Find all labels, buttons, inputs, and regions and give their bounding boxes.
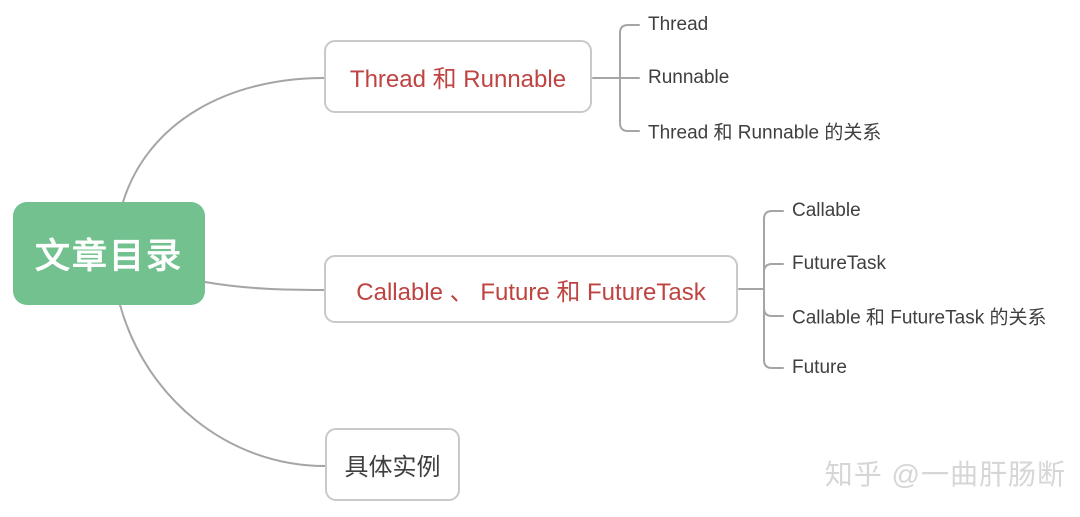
leaf-node-thread[interactable]: Thread bbox=[648, 14, 709, 35]
branch-node-callable-future-futuretask[interactable]: Callable 、 Future 和 FutureTask bbox=[324, 255, 738, 323]
leaf-node-callable[interactable]: Callable bbox=[792, 200, 861, 221]
root-node-label: 文章目录 bbox=[34, 237, 183, 276]
edge-root-branch1 bbox=[122, 77, 325, 203]
branch-node-concrete-example[interactable]: 具体实例 bbox=[325, 428, 460, 501]
leaf-node-runnable[interactable]: Runnable bbox=[648, 67, 730, 88]
root-node-article-directory[interactable]: 文章目录 bbox=[13, 202, 205, 305]
edge-branch1-leaf1 bbox=[619, 24, 640, 79]
edge-root-branch2 bbox=[204, 281, 325, 291]
branch-node-label: Callable 、 Future 和 FutureTask bbox=[356, 278, 706, 306]
leaf-node-futuretask[interactable]: FutureTask bbox=[792, 253, 886, 274]
edge-branch2-leaf4 bbox=[763, 288, 784, 369]
branch-node-thread-runnable[interactable]: Thread 和 Runnable bbox=[324, 40, 592, 113]
leaf-node-callable-futuretask-relation[interactable]: Callable 和 FutureTask 的关系 bbox=[792, 307, 1047, 329]
edge-root-branch3 bbox=[119, 304, 326, 467]
edge-branch2-leaf3 bbox=[763, 288, 784, 317]
leaf-node-future[interactable]: Future bbox=[792, 357, 847, 378]
leaf-node-thread-runnable-relation[interactable]: Thread 和 Runnable 的关系 bbox=[648, 122, 882, 144]
edge-branch1-leaf3 bbox=[619, 77, 640, 132]
zhihu-watermark: 知乎 @一曲肝肠断 bbox=[824, 459, 1066, 490]
branch-node-label: Thread 和 Runnable bbox=[349, 66, 567, 93]
edge-branch2-leaf2 bbox=[763, 263, 784, 290]
edge-branch2-leaf1 bbox=[763, 210, 784, 290]
branch-node-label: 具体实例 bbox=[344, 454, 441, 481]
